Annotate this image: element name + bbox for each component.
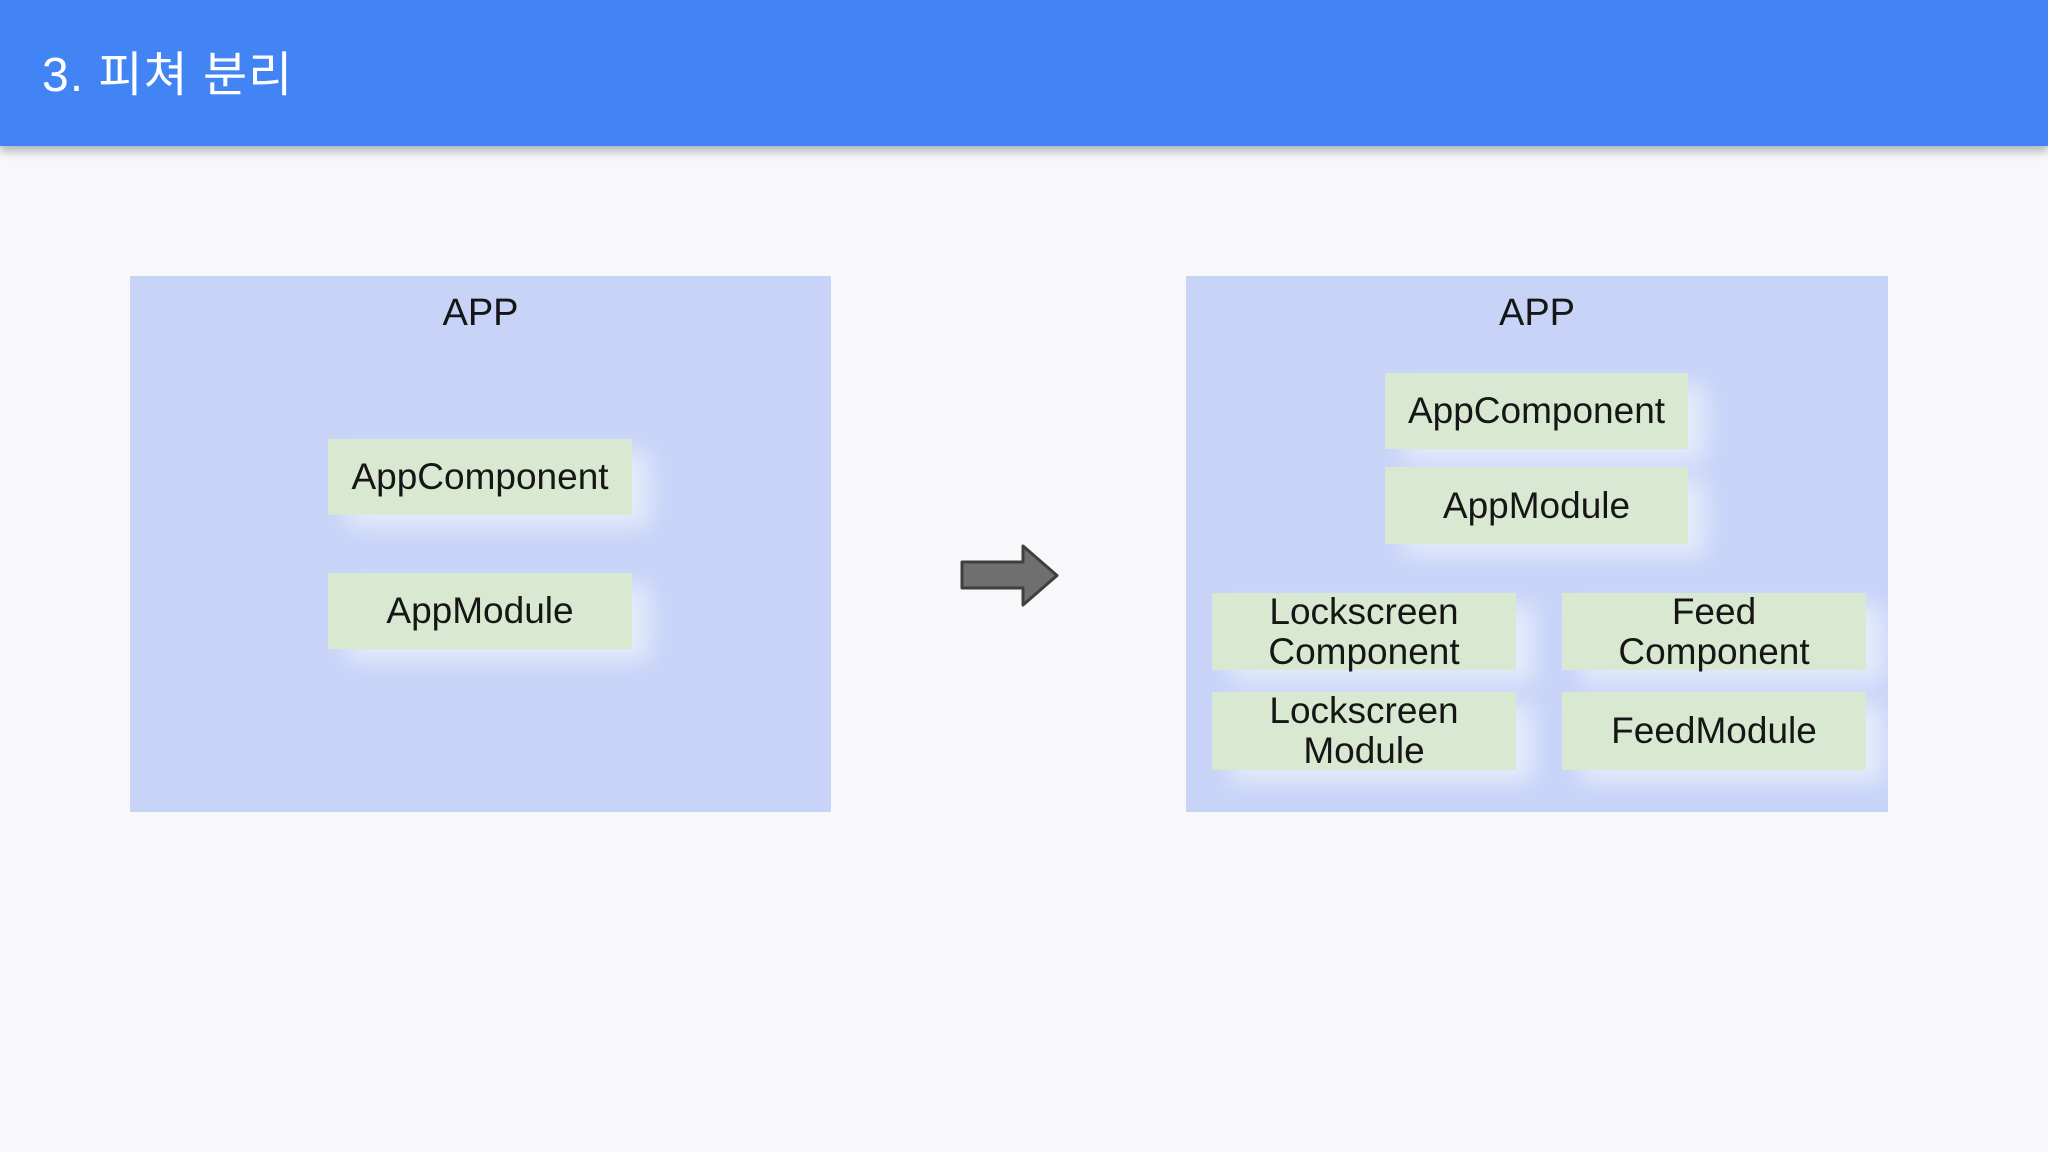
after-panel-title: APP bbox=[1498, 292, 1576, 334]
right-block-arrow-icon bbox=[960, 544, 1059, 607]
node-appmodule-after: AppModule bbox=[1385, 467, 1688, 544]
node-lockscreen-module: Lockscreen Module bbox=[1212, 690, 1516, 771]
node-label: Lockscreen Module bbox=[1269, 690, 1459, 771]
node-label: AppComponent bbox=[1407, 390, 1666, 431]
slide-header: 3. 피쳐 분리 bbox=[0, 0, 2048, 146]
node-label: Lockscreen Component bbox=[1268, 590, 1460, 672]
diagram-canvas: APP AppComponent AppModule APP AppCompon… bbox=[0, 146, 2048, 1152]
node-feed-component: Feed Component bbox=[1562, 590, 1866, 672]
node-appcomponent-after: AppComponent bbox=[1385, 373, 1688, 449]
node-appcomponent-before: AppComponent bbox=[328, 439, 632, 515]
page-title: 3. 피쳐 분리 bbox=[42, 49, 294, 102]
node-appmodule-before: AppModule bbox=[328, 573, 632, 649]
node-label: Feed Component bbox=[1618, 590, 1810, 672]
transform-arrow-icon bbox=[960, 543, 1060, 608]
node-label: FeedModule bbox=[1611, 710, 1817, 751]
node-label: AppComponent bbox=[351, 456, 609, 497]
node-label: AppModule bbox=[1442, 484, 1631, 526]
before-panel-title: APP bbox=[442, 292, 519, 334]
node-lockscreen-component: Lockscreen Component bbox=[1212, 590, 1516, 672]
after-app-panel: APP AppComponent AppModule Lockscreen Co… bbox=[1186, 276, 1888, 812]
node-feedmodule: FeedModule bbox=[1562, 692, 1866, 770]
before-app-panel: APP AppComponent AppModule bbox=[130, 276, 831, 812]
node-label: AppModule bbox=[386, 590, 574, 631]
